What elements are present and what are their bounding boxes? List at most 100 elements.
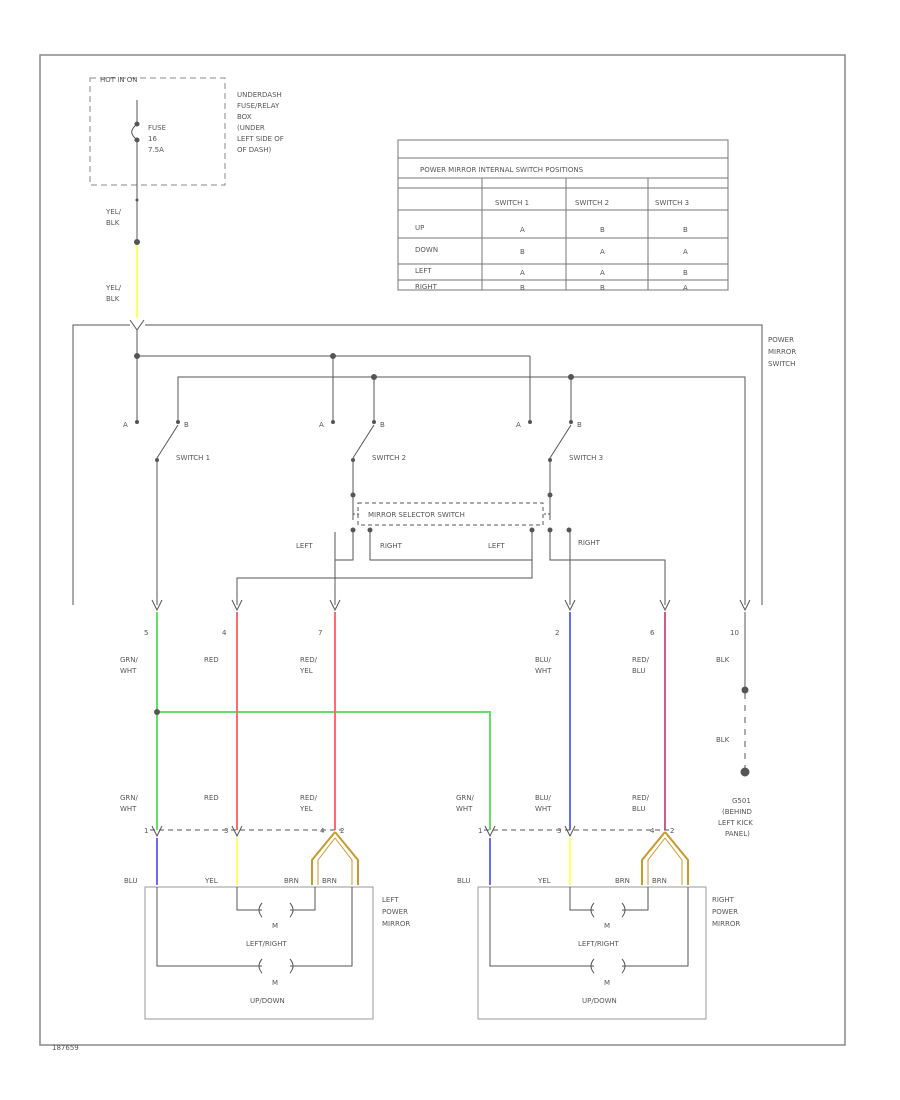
figure-id: 187659	[52, 1044, 79, 1052]
svg-text:RED/BLU: RED/BLU	[632, 794, 650, 813]
svg-text:2: 2	[670, 827, 674, 835]
switch-2-label: SWITCH 2	[372, 454, 406, 462]
svg-text:1: 1	[478, 827, 482, 835]
table-col-3: SWITCH 3	[655, 199, 689, 207]
svg-text:M: M	[604, 979, 610, 987]
table-title: POWER MIRROR INTERNAL SWITCH POSITIONS	[420, 166, 584, 174]
left-power-mirror: GRN/WHT RED RED/YEL 1 3 4 2 BLU YEL BRN …	[120, 794, 410, 1020]
svg-text:YEL: YEL	[537, 877, 551, 885]
feed-wire-color-top: YEL/ BLK	[105, 208, 123, 227]
harness-wires	[156, 612, 666, 830]
feed-wire-color-bottom: YEL/ BLK	[105, 284, 123, 303]
selector-label: RIGHT	[380, 542, 403, 550]
upper-wire-labels: GRN/WHT RED RED/YEL BLU/WHT RED/BLU BLK …	[120, 656, 730, 744]
table-cell: B	[600, 226, 605, 234]
switch-3-label: SWITCH 3	[569, 454, 603, 462]
ground-circuit	[740, 612, 750, 777]
switch-1: A B SWITCH 1	[123, 420, 210, 462]
selector-label: RIGHT	[578, 539, 601, 547]
svg-text:LEFT/RIGHT: LEFT/RIGHT	[246, 940, 287, 948]
selector-title: MIRROR SELECTOR SWITCH	[368, 511, 465, 519]
svg-text:RED/YEL: RED/YEL	[299, 794, 318, 813]
switch-position-table-text: POWER MIRROR INTERNAL SWITCH POSITIONS S…	[415, 166, 689, 292]
selector-label: LEFT	[488, 542, 505, 550]
svg-text:RED/YEL: RED/YEL	[299, 656, 318, 675]
switch-3-a: A	[516, 421, 521, 429]
switch-2: A B SWITCH 2	[319, 420, 406, 462]
switch-1-label: SWITCH 1	[176, 454, 210, 462]
selector-label: LEFT	[296, 542, 313, 550]
svg-text:BLU: BLU	[124, 877, 137, 885]
switch-2-b: B	[380, 421, 385, 429]
fuse-box: HOT IN ON FUSE 16 7.5A UNDERDASH FUSE/RE…	[89, 76, 286, 186]
svg-text:BLK: BLK	[716, 736, 730, 744]
table-cell: A	[520, 269, 525, 277]
svg-text:GRN/WHT: GRN/WHT	[456, 794, 475, 813]
svg-text:RED/BLU: RED/BLU	[632, 656, 650, 675]
switch-1-a: A	[123, 421, 128, 429]
table-row-label: LEFT	[415, 267, 432, 275]
table-cell: B	[520, 284, 525, 292]
pin-6: 6	[650, 629, 655, 637]
svg-text:GRN/WHT: GRN/WHT	[120, 656, 139, 675]
feed-wire: YEL/ BLK YEL/ BLK	[105, 185, 140, 318]
svg-text:RED: RED	[204, 794, 219, 802]
fuse-rating: 7.5A	[148, 146, 164, 154]
table-cell: A	[600, 269, 605, 277]
switch-position-table	[397, 139, 729, 291]
svg-text:BLU/WHT: BLU/WHT	[535, 794, 552, 813]
svg-text:1: 1	[144, 827, 148, 835]
power-mirror-switch-label: POWER MIRROR SWITCH	[768, 336, 798, 368]
svg-text:BLU: BLU	[457, 877, 470, 885]
svg-text:LEFT POWER MIRROR: LEFT POWER MIRROR	[382, 896, 410, 928]
svg-text:4: 4	[320, 827, 325, 835]
svg-text:3: 3	[224, 827, 228, 835]
switch-3-b: B	[577, 421, 582, 429]
ground-label: G501 (BEHIND LEFT KICK PANEL)	[718, 797, 755, 838]
table-col-2: SWITCH 2	[575, 199, 609, 207]
svg-text:4: 4	[650, 827, 655, 835]
pin-5: 5	[144, 629, 148, 637]
right-power-mirror: GRN/WHT BLU/WHT RED/BLU 1 3 4 2 BLU YEL …	[456, 794, 740, 1020]
switch-2-a: A	[319, 421, 324, 429]
svg-text:M: M	[604, 922, 610, 930]
svg-text:BRN: BRN	[322, 877, 337, 885]
table-cell: A	[683, 284, 688, 292]
svg-text:M: M	[272, 922, 278, 930]
switch-1-b: B	[184, 421, 189, 429]
table-cell: B	[683, 269, 688, 277]
fuse-box-location: UNDERDASH FUSE/RELAY BOX (UNDER LEFT SID…	[237, 91, 286, 154]
svg-text:BRN: BRN	[652, 877, 667, 885]
table-row-label: DOWN	[415, 246, 438, 254]
table-cell: B	[600, 284, 605, 292]
svg-text:BLU/WHT: BLU/WHT	[535, 656, 552, 675]
table-cell: B	[683, 226, 688, 234]
splice-point	[154, 709, 160, 715]
switch-buses	[134, 330, 746, 605]
table-cell: B	[520, 248, 525, 256]
svg-text:YEL: YEL	[204, 877, 218, 885]
svg-text:3: 3	[557, 827, 561, 835]
power-mirror-switch: POWER MIRROR SWITCH	[72, 319, 798, 605]
svg-text:M: M	[272, 979, 278, 987]
pin-10: 10	[730, 629, 739, 637]
svg-text:BRN: BRN	[284, 877, 299, 885]
switch-connector-pins: 5 4 7 2 6 10	[144, 599, 751, 637]
svg-text:BLK: BLK	[716, 656, 730, 664]
fuse-number: 16	[148, 135, 157, 143]
switch-3: A B SWITCH 3	[516, 420, 603, 462]
hot-label: HOT IN ON	[100, 76, 138, 84]
pin-4: 4	[222, 629, 227, 637]
svg-text:BRN: BRN	[615, 877, 630, 885]
svg-text:UP/DOWN: UP/DOWN	[582, 997, 617, 1005]
diagram-frame	[39, 54, 846, 1046]
table-cell: A	[520, 226, 525, 234]
fuse-name: FUSE	[148, 124, 166, 132]
table-row-label: UP	[415, 224, 424, 232]
svg-text:GRN/WHT: GRN/WHT	[120, 794, 139, 813]
table-row-label: RIGHT	[415, 283, 438, 291]
svg-text:UP/DOWN: UP/DOWN	[250, 997, 285, 1005]
svg-text:2: 2	[340, 827, 344, 835]
pin-7: 7	[318, 629, 322, 637]
